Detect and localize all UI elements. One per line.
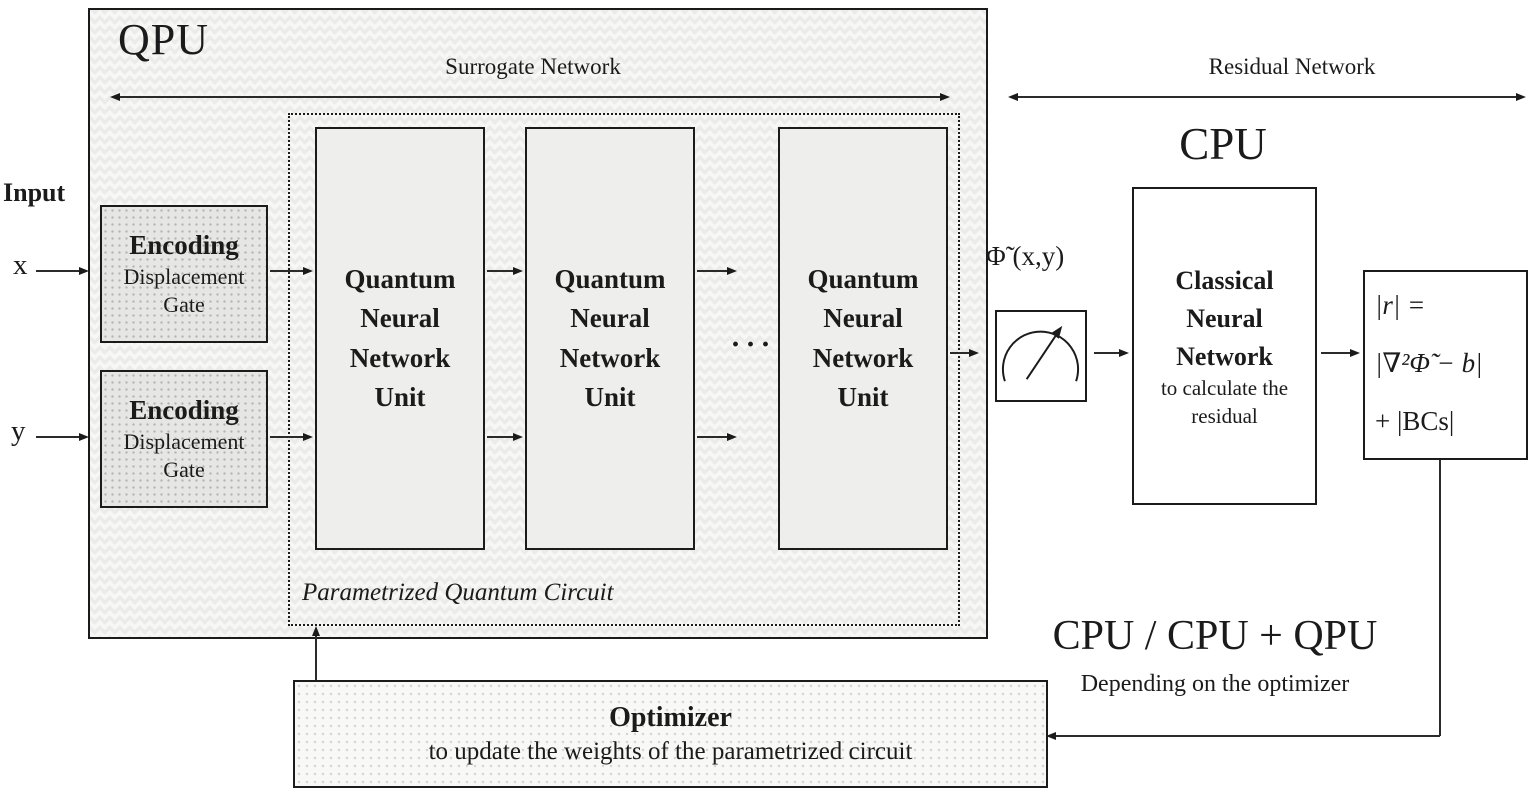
encoding-box-x: Encoding Displacement Gate [100, 205, 268, 343]
arrow-measurement-to-cnn [1094, 352, 1119, 354]
gauge-glyph [1001, 325, 1080, 382]
ellipsis-dots: ··· [730, 328, 776, 361]
qnn-unit-3-label: Quantum Neural Network Unit [807, 264, 919, 412]
cpu-label: CPU [1179, 119, 1267, 169]
qnn-unit-3: Quantum Neural Network Unit [778, 127, 948, 550]
residual-formula-box: |r| = |∇²Φ̃ − b| + |BCs| [1363, 270, 1528, 460]
arrow-qnn3-to-measurement [950, 352, 969, 354]
residual-span-arrow [1018, 96, 1516, 98]
qnn-unit-1-label: Quantum Neural Network Unit [344, 264, 456, 412]
feedback-arrow-to-optimizer [1056, 735, 1440, 737]
optimizer-subtitle: to update the weights of the parametrize… [428, 738, 913, 765]
surrogate-network-label: Surrogate Network [445, 54, 621, 79]
surrogate-span-arrow [120, 96, 940, 98]
residual-formula-line1: |r| = [1375, 290, 1426, 320]
arrow-qnn1-to-qnn2-bottom [487, 436, 513, 438]
arrow-qnn2-out-bottom [697, 436, 727, 438]
arrow-input-y [36, 436, 79, 438]
measurement-gauge-icon [995, 310, 1087, 402]
arrow-encoding-y-to-qnn1 [270, 436, 303, 438]
input-y-label: y [11, 415, 26, 447]
depending-optimizer-label: Depending on the optimizer [1080, 671, 1350, 697]
input-x-label: x [13, 249, 28, 281]
classical-nn-subtitle: to calculate the residual [1160, 376, 1289, 428]
qnn-unit-2: Quantum Neural Network Unit [525, 127, 695, 550]
feedback-line-vertical [1439, 460, 1441, 736]
arrow-optimizer-to-pqc [315, 636, 317, 680]
encoding-y-subtitle: Displacement Gate [123, 428, 245, 482]
cpu-qpu-label: CPU / CPU + QPU [1052, 613, 1378, 659]
pqc-dotted-box [288, 113, 960, 626]
arrow-input-x [36, 270, 79, 272]
encoding-y-title: Encoding [129, 394, 239, 425]
measurement-output-label: Φ̃ (x,y) [986, 241, 1065, 271]
arrow-cnn-to-residual [1321, 352, 1350, 354]
arrow-qnn1-to-qnn2-top [487, 270, 513, 272]
arrow-qnn2-out-top [697, 270, 727, 272]
optimizer-box: Optimizer to update the weights of the p… [293, 680, 1048, 788]
arrow-encoding-x-to-qnn1 [270, 270, 303, 272]
qnn-unit-1: Quantum Neural Network Unit [315, 127, 485, 550]
encoding-x-title: Encoding [129, 229, 239, 260]
pqc-label: Parametrized Quantum Circuit [302, 579, 614, 606]
optimizer-title: Optimizer [609, 702, 732, 733]
residual-formula-line3: + |BCs| [1375, 406, 1455, 437]
input-label: Input [3, 178, 66, 207]
encoding-box-y: Encoding Displacement Gate [100, 370, 268, 508]
classical-nn-box: Classical Neural Network to calculate th… [1132, 187, 1317, 505]
residual-formula-line2: |∇²Φ̃ − b| [1375, 348, 1483, 379]
qnn-unit-2-label: Quantum Neural Network Unit [554, 264, 666, 412]
qpu-label: QPU [118, 15, 210, 64]
classical-nn-title: Classical Neural Network [1175, 266, 1274, 371]
encoding-x-subtitle: Displacement Gate [123, 263, 245, 317]
residual-network-label: Residual Network [1208, 54, 1376, 79]
